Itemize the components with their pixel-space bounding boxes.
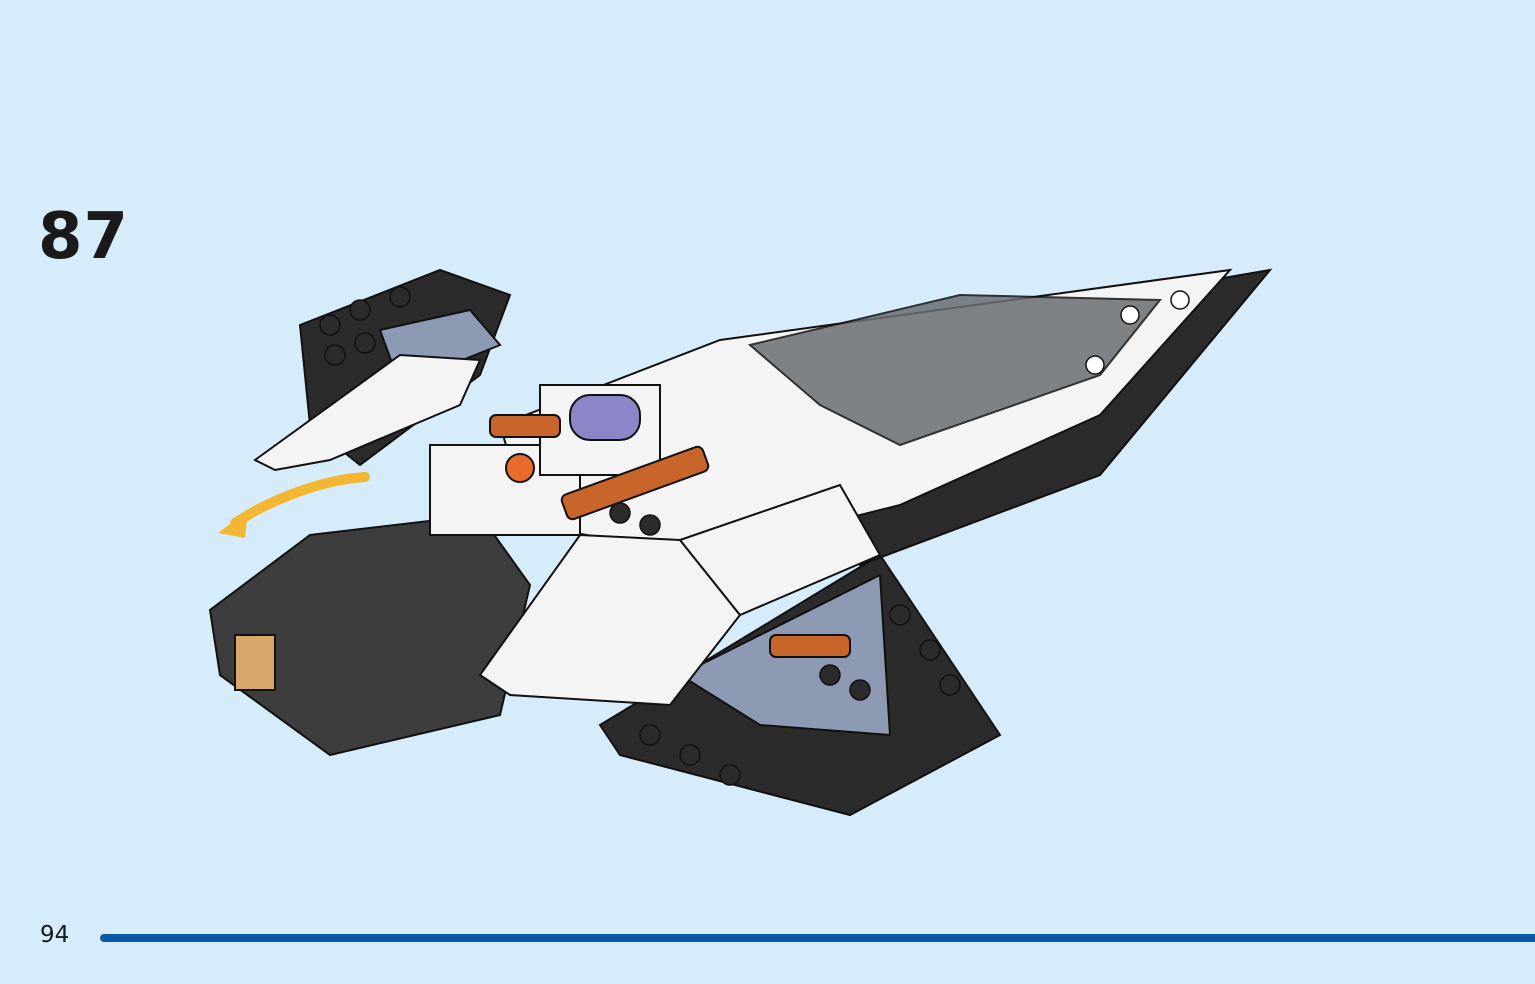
engine-bracket: [234, 634, 276, 691]
orange-bar-top: [489, 414, 561, 438]
purple-roller: [569, 394, 641, 441]
white-studs: [1085, 290, 1190, 375]
studs: [319, 286, 961, 786]
step-number: 87: [38, 200, 130, 274]
progress-bar: [100, 934, 1535, 942]
curved-arrow-left-icon: [218, 472, 370, 538]
page-number: 94: [40, 922, 70, 948]
wing-panel: [678, 483, 882, 617]
orange-bar-lower: [769, 634, 851, 658]
spaceship-illustration: [208, 268, 1273, 817]
orange-bar-middle: [560, 445, 710, 521]
cockpit-canopy: [747, 293, 1163, 447]
planet-logo-icon: [505, 453, 535, 483]
rear-white-fin: [253, 353, 482, 472]
